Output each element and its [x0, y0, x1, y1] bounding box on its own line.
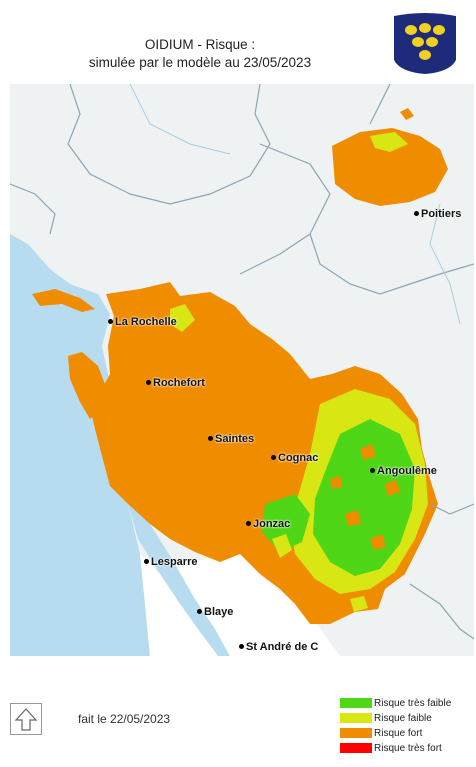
river-2 — [429, 203, 461, 325]
area-faible-west — [170, 304, 195, 332]
border-5 — [429, 503, 474, 515]
medoc-land — [140, 554, 218, 656]
city-dot-icon — [197, 609, 202, 614]
risk-map[interactable]: Poitiers La Rochelle Rochefort Saintes C… — [10, 84, 474, 656]
city-saintes: Saintes — [208, 433, 254, 445]
city-dot-icon — [370, 468, 375, 473]
border-1 — [67, 84, 271, 205]
north-speck — [400, 108, 414, 120]
ile-oleron — [68, 352, 105, 419]
title-line-2: simulée par le modèle au 23/05/2023 — [88, 55, 312, 70]
legend-item-fort: Risque fort — [340, 726, 451, 740]
city-blaye: Blaye — [197, 606, 233, 618]
gironde-estuary — [128, 504, 230, 656]
city-dot-icon — [414, 211, 419, 216]
city-poitiers: Poitiers — [414, 208, 461, 220]
map-title: OIDIUM - Risque : simulée par le modèle … — [0, 36, 400, 72]
legend-item-tres-fort: Risque très fort — [340, 741, 451, 755]
border-2 — [259, 143, 474, 295]
city-rochefort: Rochefort — [146, 377, 205, 389]
border-7 — [10, 183, 56, 235]
city-dot-icon — [239, 644, 244, 649]
legend-swatch — [340, 728, 372, 738]
legend-swatch — [340, 743, 372, 753]
north-arrow-icon — [10, 703, 42, 735]
city-dot-icon — [144, 559, 149, 564]
legend-item-tres-faible: Risque très faible — [340, 696, 451, 710]
legend-swatch — [340, 698, 372, 708]
city-st-andre: St André de C — [239, 641, 318, 653]
legend: Risque très faible Risque faible Risque … — [340, 696, 451, 756]
area-faible-spots — [272, 534, 368, 612]
city-angouleme: Angoulême — [370, 465, 437, 477]
city-lesparre: Lesparre — [144, 556, 197, 568]
ocean — [10, 234, 150, 656]
map-graphic — [10, 84, 474, 656]
ile-de-re — [32, 289, 95, 312]
river-1 — [129, 84, 231, 155]
title-line-1: OIDIUM - Risque : — [144, 37, 256, 52]
city-la-rochelle: La Rochelle — [108, 316, 177, 328]
poitiers-patch — [332, 128, 448, 206]
border-3 — [239, 233, 311, 275]
speckles-fort — [330, 444, 400, 550]
area-tres-faible-2 — [262, 494, 310, 552]
area-tres-faible — [313, 419, 415, 576]
border-6 — [409, 583, 474, 640]
city-dot-icon — [146, 380, 151, 385]
blaye-land — [175, 554, 340, 656]
city-jonzac: Jonzac — [246, 518, 290, 530]
city-dot-icon — [271, 455, 276, 460]
legend-swatch — [340, 713, 372, 723]
city-dot-icon — [246, 521, 251, 526]
city-cognac: Cognac — [271, 452, 318, 464]
border-4 — [369, 84, 391, 125]
city-dot-icon — [208, 436, 213, 441]
poitiers-low — [370, 132, 408, 152]
grape-cluster-icon — [390, 12, 460, 76]
made-date: fait le 22/05/2023 — [78, 712, 171, 726]
city-dot-icon — [108, 319, 113, 324]
legend-item-faible: Risque faible — [340, 711, 451, 725]
